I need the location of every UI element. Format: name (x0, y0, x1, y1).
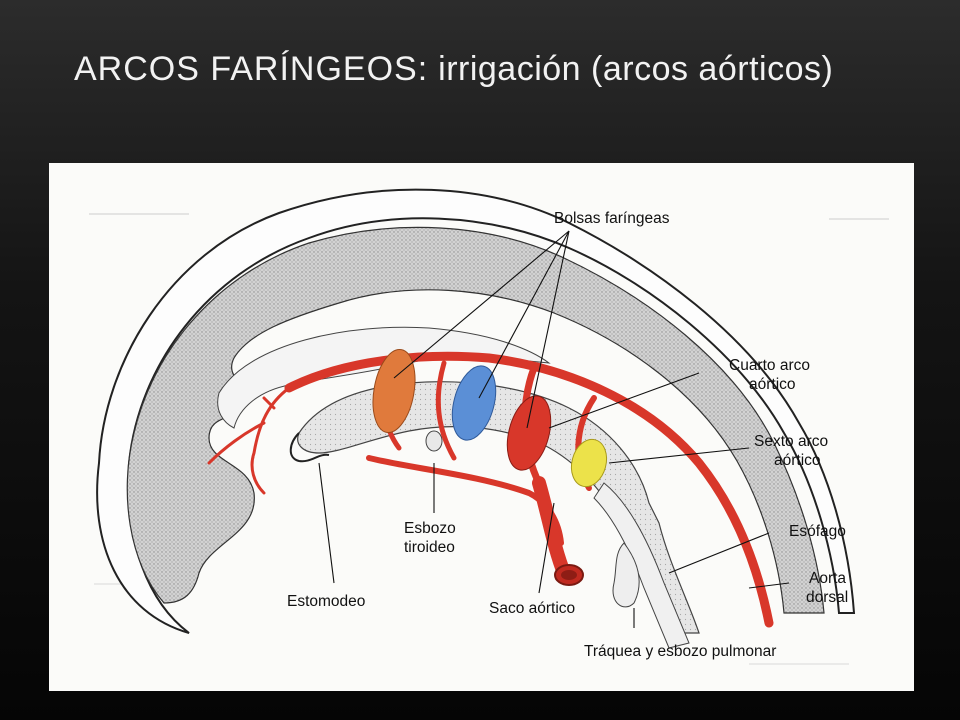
stomodeum (289, 432, 330, 463)
esophagus-tube (593, 482, 690, 649)
aortic-sac-vessel (532, 476, 571, 580)
pharyngeal-pouch-3 (506, 395, 552, 471)
aortic-sac-lumen (561, 570, 577, 580)
embryo-diagram-figure: Bolsas faríngeas Cuarto arco aórtico Sex… (49, 163, 914, 691)
cranial-artery (207, 386, 291, 495)
embryo-diagram: Bolsas faríngeas Cuarto arco aórtico Sex… (89, 188, 889, 665)
embryo-outline (96, 188, 856, 634)
slide-title: ARCOS FARÍNGEOS: irrigación (arcos aórti… (74, 50, 833, 89)
label-bolsas-faringeas: Bolsas faríngeas (554, 210, 670, 227)
lung-bud (612, 542, 640, 608)
label-esofago: Esófago (789, 523, 846, 540)
label-saco-aortico: Saco aórtico (489, 600, 575, 617)
label-esbozo-2: tiroideo (404, 539, 455, 556)
label-traquea: Tráquea y esbozo pulmonar (584, 643, 776, 660)
thyroid-bud (425, 430, 443, 452)
label-sexto-arco-2: aórtico (774, 452, 821, 469)
label-sexto-arco-1: Sexto arco (754, 433, 828, 450)
pharyngeal-pouch-2 (451, 365, 497, 441)
label-cuarto-arco-1: Cuarto arco (729, 357, 810, 374)
label-esbozo-1: Esbozo (404, 520, 456, 537)
pharyngeal-pouch-4 (570, 438, 608, 488)
label-aorta-2: dorsal (806, 589, 848, 606)
slide-title-caps: ARCOS FARÍNGEOS: (74, 50, 429, 88)
label-aorta-1: Aorta (809, 570, 846, 587)
pharyngeal-pouch-1 (372, 348, 416, 434)
label-cuarto-arco-2: aórtico (749, 376, 796, 393)
slide-title-rest: irrigación (arcos aórticos) (428, 50, 834, 88)
label-estomodeo: Estomodeo (287, 593, 365, 610)
leader-lines (318, 230, 790, 628)
neural-tissue (126, 226, 825, 614)
aortic-arch-2 (435, 360, 457, 461)
